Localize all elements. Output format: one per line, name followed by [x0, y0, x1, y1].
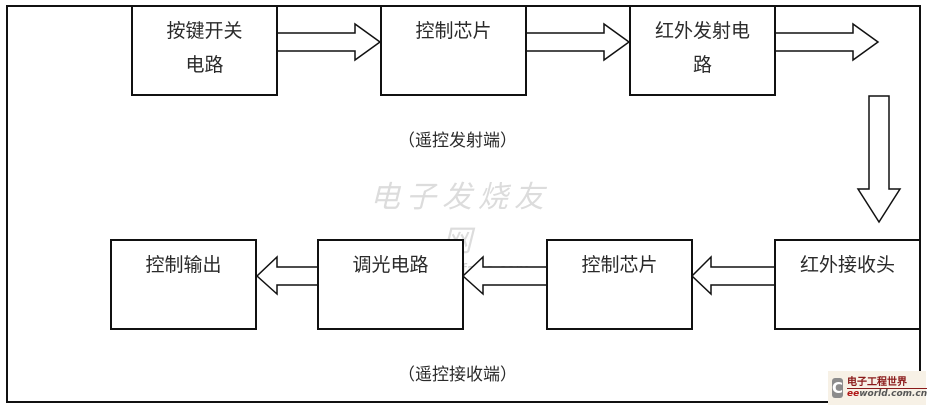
block-label-line: 电路 [185, 54, 224, 76]
arrow-right-2 [525, 22, 631, 62]
arrow-right-3 [774, 22, 880, 62]
block-label-line: 调光电路 [352, 254, 429, 276]
arrow-down [856, 95, 902, 224]
logo-url-rest: world.com.cn [859, 388, 928, 399]
logo-url-prefix: ee [847, 388, 860, 399]
logo-name: 电子工程世界 [847, 377, 928, 389]
block-control-output: 控制输出 [110, 239, 257, 330]
arrow-right-1 [276, 22, 382, 62]
block-control-chip-tx: 控制芯片 [380, 5, 527, 96]
block-label-line: 路 [692, 54, 712, 76]
block-ir-receiver: 红外接收头 [774, 239, 921, 330]
arrow-left-3 [255, 255, 319, 296]
arrow-left-1 [690, 255, 776, 296]
block-label-line: 控制芯片 [581, 254, 658, 276]
arrow-left-2 [461, 255, 548, 296]
eeworld-logo: C 电子工程世界 eeworld.com.cn [828, 371, 928, 405]
block-label-line: 红外接收头 [799, 254, 895, 276]
logo-c-icon: C [832, 378, 844, 398]
block-key-switch-circuit: 按键开关 电路 [131, 5, 278, 96]
logo-url: eeworld.com.cn [847, 389, 927, 400]
block-label-line: 红外发射电 [654, 20, 750, 42]
block-control-chip-rx: 控制芯片 [546, 239, 693, 330]
block-label-line: 控制输出 [145, 254, 222, 276]
block-label-line: 控制芯片 [415, 20, 492, 42]
block-dimming-circuit: 调光电路 [317, 239, 464, 330]
receiver-caption: （遥控接收端） [398, 365, 517, 385]
block-label-line: 按键开关 [166, 20, 243, 42]
block-ir-transmit-circuit: 红外发射电 路 [629, 5, 776, 96]
transmitter-caption: （遥控发射端） [398, 131, 517, 151]
